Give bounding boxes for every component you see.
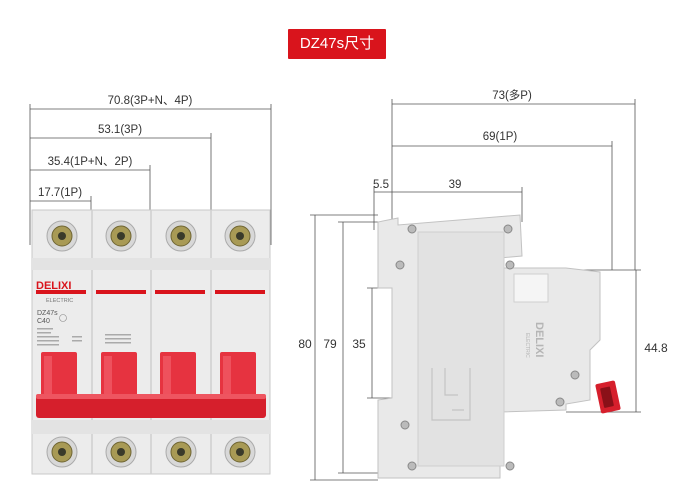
handles [36, 352, 266, 418]
dim-width-1p: 17.7(1P) [38, 187, 82, 199]
dim-depth-1p: 69(1P) [483, 131, 518, 143]
dim-depth-multi: 73(多P) [492, 88, 532, 102]
top-terminal-screws [46, 220, 256, 252]
model-label: DZ47s [37, 310, 58, 317]
side-panel [417, 231, 505, 467]
ccc-mark-icon [59, 314, 67, 322]
dim-width-4p: 70.8(3P+N、4P) [108, 95, 193, 107]
side-brand: DELIXI [533, 322, 545, 357]
bottom-terminal-screws [46, 436, 256, 468]
circuit-symbol-icon [431, 368, 471, 421]
title-badge: DZ47s尺寸 [288, 29, 386, 59]
dim-height-total: 80 [298, 337, 312, 351]
brand-sub: ELECTRIC [46, 298, 73, 304]
brand-logo: DELIXI [36, 280, 71, 292]
dim-rail: 35 [352, 337, 366, 351]
dim-width-3p: 53.1(3P) [98, 124, 142, 136]
dim-height-body: 79 [323, 337, 337, 351]
dim-handle-height: 44.8 [644, 341, 668, 355]
dim-width-2p: 35.4(1P+N、2P) [48, 156, 133, 168]
front-view: 70.8(3P+N、4P) 53.1(3P) 35.4(1P+N、2P) 17.… [29, 95, 272, 475]
side-brand-sub: ELECTRIC [524, 333, 530, 358]
dim-top-depth: 39 [449, 179, 462, 191]
dim-offset: 5.5 [373, 179, 389, 191]
side-view: 73(多P) 69(1P) 5.5 39 80 79 35 44.8 [298, 88, 668, 481]
rating-label: C40 [37, 318, 50, 325]
